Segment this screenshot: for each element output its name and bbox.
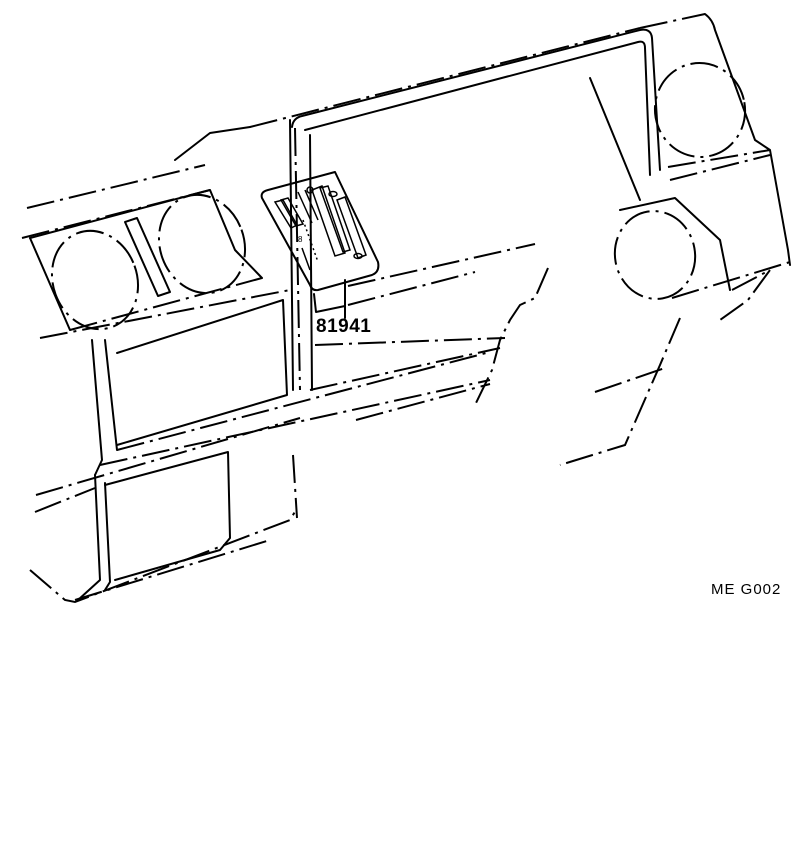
heater-control-panel[interactable]: 8 — [260, 171, 380, 319]
center-hood — [291, 28, 661, 201]
lower-glove-box — [29, 451, 298, 604]
right-gauge-pod — [613, 13, 791, 321]
svg-text:8: 8 — [298, 235, 303, 244]
column-shroud — [474, 267, 681, 466]
part-number-callout: 81941 — [316, 316, 372, 337]
mid-dash-bands — [34, 243, 536, 513]
dash-top-outline — [21, 13, 706, 239]
center-stack — [91, 119, 313, 476]
figure-code-label: ME G002 — [711, 581, 782, 598]
left-gauge-cluster — [29, 189, 291, 339]
